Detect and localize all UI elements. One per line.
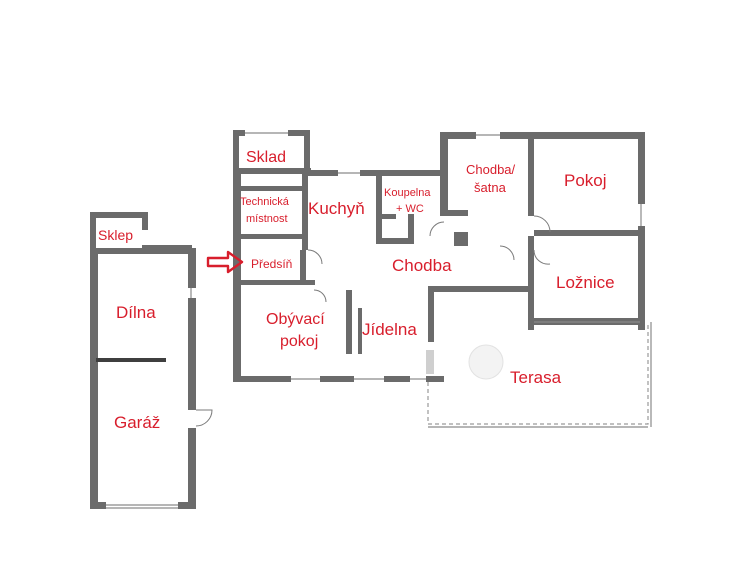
label-garaz: Garáž (114, 413, 160, 432)
main-house-walls (233, 130, 645, 382)
label-koupelna-2: + WC (396, 203, 424, 215)
label-loznice: Ložnice (556, 273, 615, 292)
entrance-arrow-icon (206, 250, 244, 274)
label-dilna: Dílna (116, 303, 156, 322)
label-terasa: Terasa (510, 368, 562, 387)
label-pokoj: Pokoj (564, 171, 607, 190)
label-chodba: Chodba (392, 256, 452, 275)
label-chodba-satna-1: Chodba/ (466, 162, 516, 177)
label-obyvaci-2: pokoj (280, 333, 318, 350)
terrace-outline (426, 322, 652, 428)
label-chodba-satna-2: šatna (474, 180, 507, 195)
label-sklad: Sklad (246, 149, 286, 166)
label-koupelna-1: Koupelna (384, 187, 431, 199)
label-kuchyn: Kuchyň (308, 199, 365, 218)
room-labels: Sklad Technická místnost Kuchyň Koupelna… (98, 149, 615, 432)
label-sklep: Sklep (98, 227, 133, 243)
label-jidelna: Jídelna (362, 320, 417, 339)
label-predsin: Předsíň (251, 257, 292, 271)
garage-wing-walls (90, 212, 213, 509)
label-obyvaci-1: Obývací (266, 311, 325, 328)
label-technicka-2: místnost (246, 213, 288, 225)
label-technicka-1: Technická (240, 196, 290, 208)
